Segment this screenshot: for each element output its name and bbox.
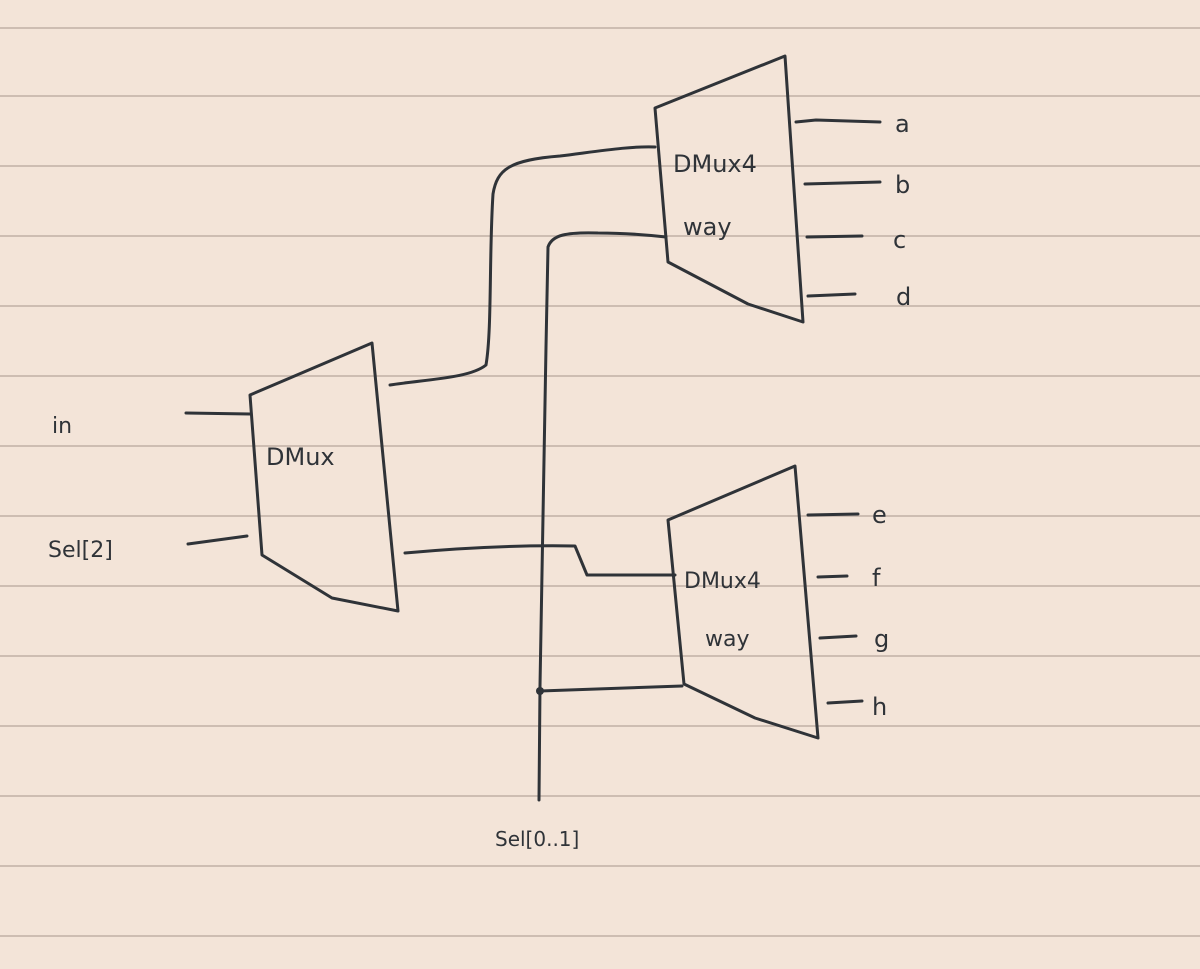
select-bus: [536, 231, 684, 802]
dmux-to-bottom-wire: [403, 544, 677, 577]
top-way-label: way: [683, 213, 732, 241]
input-wires: [184, 411, 252, 546]
dmux-block: DMux: [248, 341, 400, 613]
input-labels: in Sel[2] Sel[0..1]: [48, 414, 579, 851]
output-f-label: f: [872, 564, 881, 592]
bottom-way-label: way: [705, 627, 750, 652]
output-wires: [794, 118, 882, 705]
dmux-to-top-wire: [388, 145, 657, 387]
output-h-label: h: [872, 693, 887, 721]
bottom-dmux4-block: DMux4 way: [666, 464, 820, 740]
sel2-label: Sel[2]: [48, 538, 113, 563]
output-d-label: d: [896, 283, 911, 311]
output-a-label: a: [895, 110, 910, 138]
sel01-label: Sel[0..1]: [495, 827, 579, 851]
bottom-dmux4-label: DMux4: [684, 569, 761, 594]
output-labels: a b c d e f g h: [872, 110, 911, 721]
in-label: in: [52, 414, 72, 439]
bus-junction-dot: [536, 687, 544, 695]
top-dmux4-label: DMux4: [673, 150, 757, 178]
output-c-label: c: [893, 226, 906, 254]
output-e-label: e: [872, 501, 887, 529]
ruled-lines: [0, 27, 1200, 937]
output-b-label: b: [895, 171, 910, 199]
output-g-label: g: [874, 625, 889, 653]
dmux-label: DMux: [266, 443, 335, 471]
